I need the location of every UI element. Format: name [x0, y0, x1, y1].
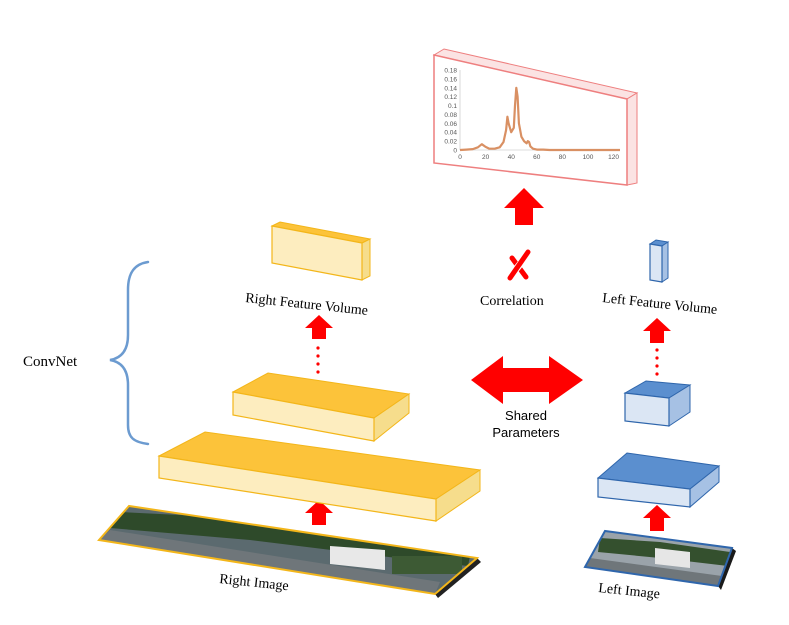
x-tick-label: 0	[458, 154, 462, 161]
x-tick-label: 40	[508, 154, 516, 161]
correlation-plot-panel	[432, 48, 639, 186]
right-feature-volume-label: Right Feature Volume	[245, 291, 369, 319]
shared-parameters-label-line1: Shared	[505, 408, 547, 423]
right-conv-layer-bottom	[157, 431, 482, 522]
right-conv-layer-mid	[231, 372, 411, 443]
correlation-series-line	[459, 86, 620, 152]
x-tick-label: 60	[533, 154, 541, 161]
y-tick-label: 0.02	[444, 139, 457, 146]
y-tick-label: 0.06	[444, 121, 457, 128]
right-feature-volume-block	[270, 221, 372, 281]
arrow-up-right-volume	[305, 315, 333, 339]
y-tick-label: 0.12	[444, 94, 457, 101]
x-tick-label: 120	[608, 154, 619, 161]
left-conv-layer-bottom	[596, 452, 721, 509]
x-tick-label: 80	[559, 154, 567, 161]
arrow-up-right-image	[305, 500, 333, 525]
arrow-up-left-image	[643, 505, 671, 531]
left-feature-volume-block	[648, 239, 670, 283]
left-feature-volume-label: Left Feature Volume	[602, 291, 718, 318]
y-tick-label: 0.04	[444, 130, 457, 137]
shared-parameters-label-line2: Parameters	[492, 425, 560, 440]
x-tick-label: 20	[482, 154, 490, 161]
right-image-label: Right Image	[219, 572, 290, 594]
correlation-x-symbol	[504, 248, 534, 283]
correlation-chart: 0 0.02 0.04 0.06 0.08 0.1 0.12 0.14 0.160.18 0 20 4…	[444, 68, 620, 161]
arrow-up-to-plot	[504, 188, 544, 225]
convnet-label: ConvNet	[23, 354, 78, 370]
y-tick-label: 0.08	[444, 112, 457, 119]
right-stack-dots	[316, 346, 320, 374]
y-tick-label: 0.16	[444, 76, 457, 83]
correlation-label: Correlation	[480, 294, 544, 309]
y-tick-label: 0.18	[444, 68, 457, 75]
y-tick-label: 0	[453, 148, 457, 155]
convnet-brace	[109, 260, 150, 446]
left-image-label: Left Image	[598, 581, 661, 602]
y-tick-label: 0.14	[444, 85, 457, 92]
x-tick-label: 100	[583, 154, 594, 161]
arrow-up-left-volume	[643, 318, 671, 343]
left-stack-dots	[655, 348, 659, 376]
shared-parameters-double-arrow	[471, 356, 583, 404]
left-conv-layer-mid	[623, 380, 692, 427]
y-tick-label: 0.1	[448, 103, 457, 110]
